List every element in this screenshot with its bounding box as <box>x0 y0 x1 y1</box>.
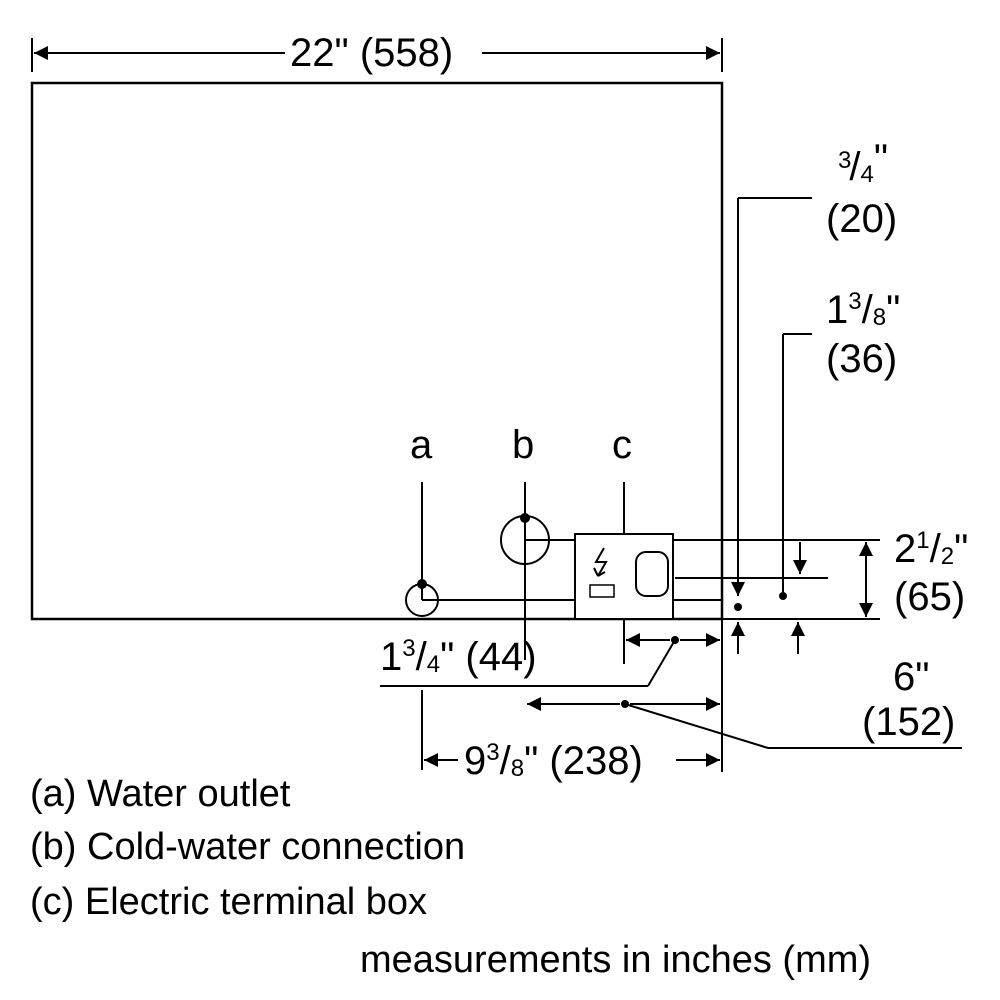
legend-water-outlet: (a) Water outlet <box>30 773 291 815</box>
dim-2-1-2-mm: (65) <box>894 575 965 619</box>
water-outlet-symbol <box>405 482 722 617</box>
dim-1-3-8-mm: (36) <box>826 337 897 381</box>
dim-6-mm: (152) <box>862 700 955 744</box>
width-in-label: 22" (558) <box>290 31 453 75</box>
label-c: c <box>612 423 632 467</box>
dim-9-3-8-label: 93/8" (238) <box>464 739 643 783</box>
dim-3-4-fraction: 3/4" <box>838 137 888 189</box>
electric-terminal-box <box>574 482 828 664</box>
dimension-9-3-8 <box>421 690 720 770</box>
legend-cold-water: (b) Cold-water connection <box>30 826 465 868</box>
dimension-6 <box>527 697 962 749</box>
label-b: b <box>512 423 534 467</box>
dimension-3-4 <box>731 197 812 654</box>
cold-water-connection-symbol <box>500 482 880 660</box>
dim-6-in: 6" <box>893 655 929 699</box>
width-dimension: 22" (558) <box>31 31 723 75</box>
dim-3-4-mm: (20) <box>826 197 897 241</box>
appliance-outline <box>30 81 724 621</box>
dimension-1-3-8 <box>779 333 812 654</box>
dimension-2-1-2 <box>793 542 873 617</box>
legend-electric-box: (c) Electric terminal box <box>30 881 427 923</box>
electric-bolt-icon <box>594 547 608 577</box>
dim-1-3-4-label: 13/4" (44) <box>380 635 537 679</box>
label-a: a <box>410 423 433 467</box>
dimension-1-3-4 <box>380 619 723 772</box>
units-note: measurements in inches (mm) <box>360 939 871 981</box>
dim-1-3-8-fraction: 13/8" <box>826 288 900 332</box>
dim-2-1-2-fraction: 21/2" <box>894 527 968 571</box>
